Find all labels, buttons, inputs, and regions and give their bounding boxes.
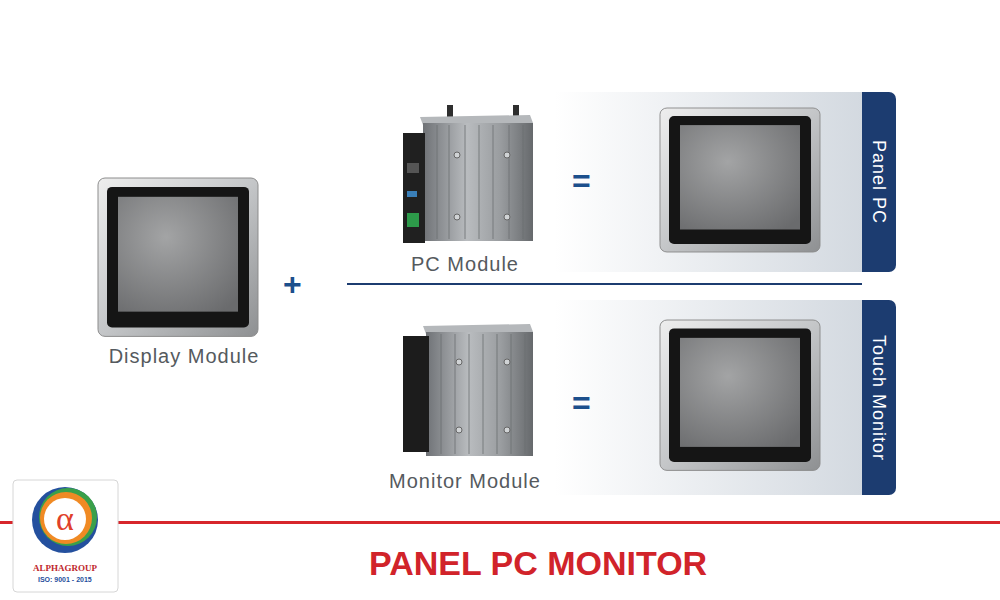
bezel bbox=[660, 108, 820, 252]
bezel bbox=[98, 178, 258, 336]
housing bbox=[423, 123, 533, 241]
fin bbox=[449, 125, 450, 239]
tab-label: Touch Monitor bbox=[868, 334, 890, 460]
pc-module-picture bbox=[403, 105, 533, 243]
display-module-picture bbox=[98, 178, 258, 336]
result-tab: Panel PC bbox=[862, 92, 896, 272]
logo-ring bbox=[39, 488, 97, 546]
separator-line bbox=[347, 283, 862, 285]
certification: ISO: 9001 - 2015 bbox=[38, 576, 92, 584]
fin bbox=[497, 334, 498, 454]
touch-monitor-picture bbox=[660, 320, 820, 470]
logo-ring bbox=[40, 492, 92, 544]
fin bbox=[465, 125, 466, 239]
bezel bbox=[660, 320, 820, 470]
fin bbox=[437, 125, 438, 239]
screw bbox=[454, 152, 460, 158]
logo-glyph: α bbox=[56, 499, 74, 538]
bracket bbox=[403, 336, 429, 452]
frame bbox=[669, 328, 811, 461]
antenna bbox=[447, 105, 453, 118]
fins bbox=[441, 334, 525, 454]
result-band bbox=[555, 92, 863, 272]
screen bbox=[680, 125, 800, 229]
fin bbox=[455, 334, 456, 454]
fin bbox=[523, 125, 524, 239]
bracket bbox=[403, 133, 425, 243]
fin bbox=[469, 334, 470, 454]
screen bbox=[680, 338, 800, 447]
result-band bbox=[555, 300, 863, 495]
result-tab: Touch Monitor bbox=[862, 300, 896, 495]
page-title: PANEL PC MONITOR bbox=[369, 543, 707, 583]
logo-box bbox=[13, 480, 118, 592]
logo-name: ALPHAGROUP bbox=[33, 563, 97, 573]
module-caption-box: Display Module bbox=[88, 170, 280, 368]
logo-core bbox=[44, 498, 86, 540]
fin bbox=[511, 334, 512, 454]
tab-label: Panel PC bbox=[868, 140, 890, 224]
fin bbox=[483, 334, 484, 454]
footer-rule bbox=[0, 521, 1000, 524]
frame bbox=[107, 187, 249, 328]
fin bbox=[525, 334, 526, 454]
fins bbox=[437, 125, 523, 239]
screw bbox=[504, 152, 510, 158]
module-caption-box: Monitor Module bbox=[375, 310, 555, 493]
module-name: PC Module bbox=[411, 252, 519, 276]
screw bbox=[454, 214, 460, 220]
fin bbox=[441, 334, 442, 454]
screw bbox=[456, 427, 462, 433]
screw bbox=[504, 214, 510, 220]
frame bbox=[669, 116, 811, 244]
module-caption-box: PC Module bbox=[385, 100, 545, 276]
logo-ring bbox=[32, 487, 98, 553]
module-name: Monitor Module bbox=[389, 469, 541, 493]
monitor-module-picture bbox=[403, 324, 533, 456]
panel-pc-picture bbox=[660, 108, 820, 252]
module-name: Display Module bbox=[109, 344, 260, 368]
screw bbox=[504, 427, 510, 433]
screw bbox=[456, 359, 462, 365]
housing bbox=[426, 332, 533, 456]
screen bbox=[118, 197, 238, 312]
connector bbox=[407, 191, 417, 197]
fin bbox=[479, 125, 480, 239]
terminal bbox=[407, 213, 419, 227]
equals-sign: = bbox=[572, 163, 591, 200]
connector bbox=[407, 163, 419, 173]
fin bbox=[493, 125, 494, 239]
fin bbox=[509, 125, 510, 239]
equals-sign: = bbox=[572, 385, 591, 422]
plus-sign: + bbox=[283, 266, 302, 303]
screw bbox=[504, 359, 510, 365]
